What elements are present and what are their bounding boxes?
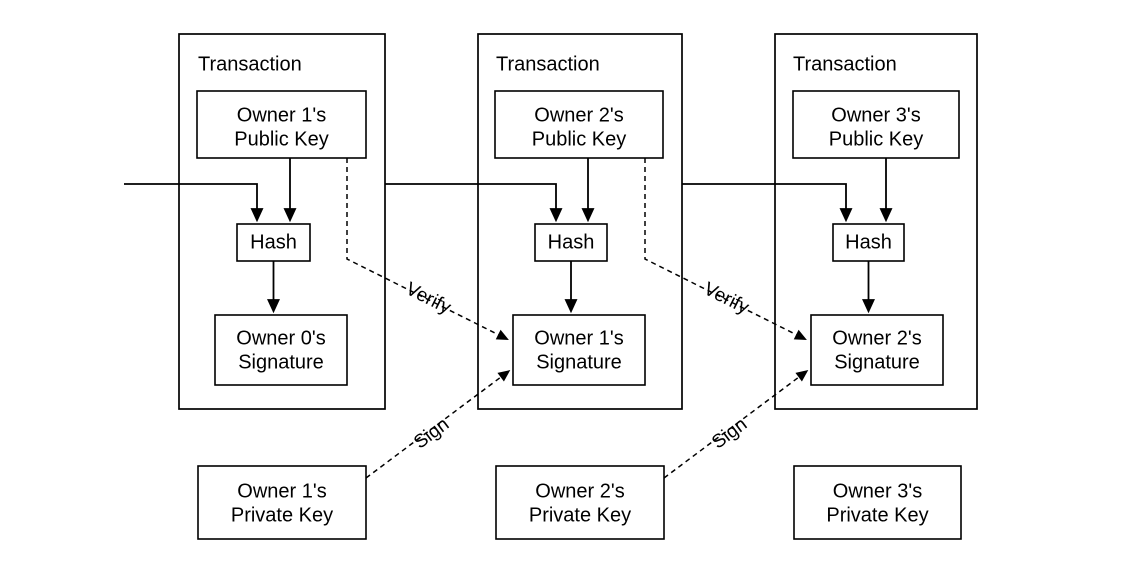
hash-box-2 bbox=[534, 223, 608, 262]
signature-label-2-line1: Owner 1's bbox=[534, 327, 623, 349]
signature-label-3-line1: Owner 2's bbox=[832, 327, 921, 349]
signature-label-2-line2: Signature bbox=[536, 351, 622, 373]
private-key-label-3-line1: Owner 3's bbox=[833, 480, 922, 502]
signature-label-1-line2: Signature bbox=[238, 351, 324, 373]
chain-link-line-0 bbox=[124, 183, 264, 223]
chain-link-line-2 bbox=[682, 183, 853, 223]
private-key-label-2-line1: Owner 2's bbox=[535, 480, 624, 502]
hash-label-3: Hash bbox=[845, 231, 892, 253]
private-key-box-3 bbox=[793, 465, 962, 540]
transaction-title-3: Transaction bbox=[793, 53, 897, 75]
public-key-label-2-line2: Public Key bbox=[532, 128, 627, 150]
signature-label-1-line1: Owner 0's bbox=[236, 327, 325, 349]
public-key-label-1-line2: Public Key bbox=[234, 128, 329, 150]
signature-box-1 bbox=[214, 314, 348, 386]
private-key-label-1-line2: Private Key bbox=[231, 504, 333, 526]
private-key-label-3-line2: Private Key bbox=[826, 504, 928, 526]
public-key-box-1 bbox=[196, 90, 367, 159]
public-key-label-3-line1: Owner 3's bbox=[831, 104, 920, 126]
hash-box-1 bbox=[236, 223, 311, 262]
verify-edge-2 bbox=[644, 158, 807, 340]
public-key-box-3 bbox=[792, 90, 960, 159]
chain-link-line-1 bbox=[385, 183, 563, 223]
hash-label-2: Hash bbox=[548, 231, 595, 253]
public-key-box-2 bbox=[494, 90, 664, 159]
hash-label-1: Hash bbox=[250, 231, 297, 253]
private-key-label-1-line1: Owner 1's bbox=[237, 480, 326, 502]
verify-label-1: Verify bbox=[402, 279, 454, 319]
sign-label-1: Sign bbox=[410, 414, 453, 454]
public-key-label-2-line1: Owner 2's bbox=[534, 104, 623, 126]
sign-label-2: Sign bbox=[708, 414, 751, 454]
transaction-title-2: Transaction bbox=[496, 53, 600, 75]
signature-box-2 bbox=[512, 314, 646, 386]
public-key-label-1-line1: Owner 1's bbox=[237, 104, 326, 126]
verify-edge-1 bbox=[346, 158, 509, 340]
transaction-title-1: Transaction bbox=[198, 53, 302, 75]
sign-edge-1 bbox=[365, 370, 511, 479]
verify-label-2: Verify bbox=[700, 279, 752, 319]
signature-label-3-line2: Signature bbox=[834, 351, 920, 373]
private-key-box-1 bbox=[197, 465, 367, 540]
sign-edge-2 bbox=[663, 370, 809, 479]
signature-box-3 bbox=[810, 314, 944, 386]
private-key-box-2 bbox=[495, 465, 665, 540]
public-key-label-3-line2: Public Key bbox=[829, 128, 924, 150]
private-key-label-2-line2: Private Key bbox=[529, 504, 631, 526]
